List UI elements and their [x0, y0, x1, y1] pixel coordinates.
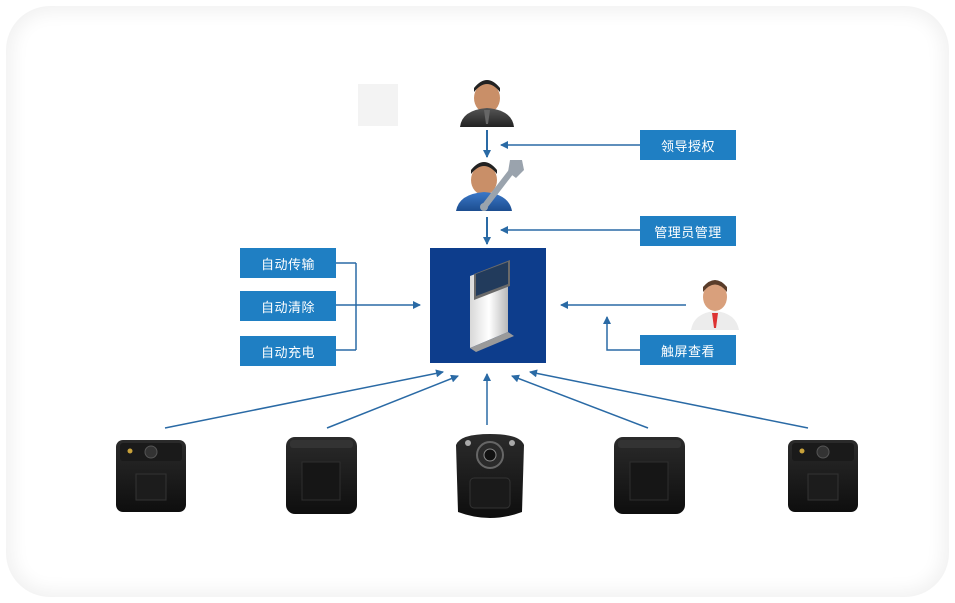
- camera-2-icon: [286, 437, 357, 514]
- auto-transfer-label: 自动传输: [240, 248, 336, 278]
- arrow-camera-4: [511, 374, 649, 429]
- leader-auth-label: 领导授权: [640, 130, 736, 160]
- leader-icon: [460, 80, 514, 127]
- camera-1-icon: [116, 440, 186, 512]
- auto-charge-label: 自动充电: [240, 336, 336, 366]
- touch-view-label: 触屏查看: [640, 335, 736, 365]
- kiosk-terminal: [430, 248, 546, 363]
- arrow-camera-1: [164, 369, 444, 429]
- arrow-camera-2: [326, 374, 459, 429]
- user-icon: [691, 280, 739, 330]
- left-bracket-connector: [336, 262, 421, 351]
- camera-4-icon: [614, 437, 685, 514]
- camera-3-icon: [456, 434, 524, 518]
- admin-wrench-icon: [456, 160, 524, 211]
- camera-5-icon: [788, 440, 858, 512]
- arrow-camera-5: [529, 369, 809, 429]
- admin-manage-label: 管理员管理: [640, 216, 736, 246]
- placeholder-box: [358, 84, 398, 126]
- auto-clear-label: 自动清除: [240, 291, 336, 321]
- arrow-touch-view: [603, 316, 640, 351]
